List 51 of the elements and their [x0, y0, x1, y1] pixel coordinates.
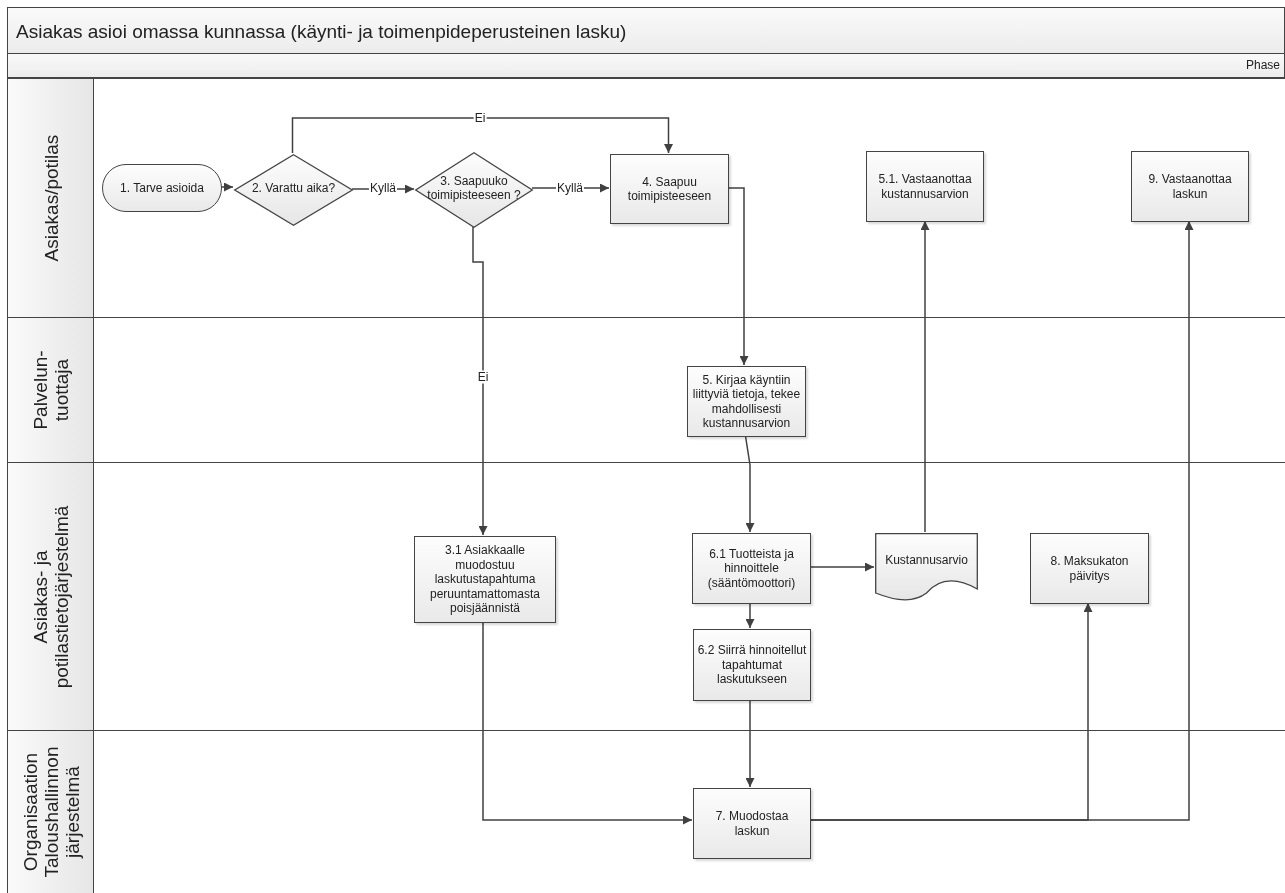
- step-text: 7. Muodostaa laskun: [714, 809, 790, 838]
- step-text: Kustannusarvio: [884, 552, 969, 568]
- edge-label: Ei: [476, 370, 490, 384]
- process-box: [1131, 151, 1249, 222]
- step-text: 5. Kirjaa käyntiin liittyviä tietoja, tekee mahdollisesti kustannusarvion: [691, 372, 802, 431]
- decision-diamond: [234, 154, 353, 226]
- arrow: [482, 621, 693, 825]
- process-box: [610, 154, 729, 224]
- step-text: 9. Vastaanottaa laskun: [1147, 172, 1233, 201]
- arrow: [809, 220, 1194, 821]
- decision-diamond: [415, 152, 533, 228]
- process-box: [693, 788, 811, 859]
- edge-label: Kyllä: [556, 181, 584, 195]
- process-box: [1030, 533, 1149, 604]
- swimlane: [7, 317, 1285, 462]
- arrow: [809, 562, 875, 572]
- arrow: [472, 226, 488, 536]
- step-text: 3.1 Asiakkaalle muodostuu laskutustapahtuma peruuntamattomasta poisjäännistä: [428, 543, 542, 616]
- arrow: [291, 117, 673, 154]
- lane-title: Asiakas- ja potilastietojärjestelmä: [29, 504, 72, 690]
- process-box: [687, 366, 806, 437]
- process-box: [693, 629, 811, 701]
- step-text: 8. Maksukaton päivitys: [1049, 554, 1130, 583]
- step-text: 1. Tarve asioida: [119, 180, 205, 196]
- swimlane: [7, 730, 1285, 893]
- process-box: [866, 151, 984, 222]
- document-shape: [875, 533, 978, 601]
- arrow: [744, 435, 755, 533]
- step-text: 4. Saapuu toimipisteeseen: [626, 174, 713, 204]
- process-box: [414, 536, 556, 623]
- process-box: [692, 533, 811, 604]
- edge-label: Ei: [473, 111, 487, 125]
- step-text: 3. Saapuuko toimipisteeseen ?: [426, 173, 522, 203]
- edge-label: Kyllä: [369, 181, 397, 195]
- step-text: 6.2 Siirrä hinnoitellut tapahtumat laskutukseen: [696, 643, 808, 687]
- arrow: [745, 699, 755, 788]
- step-text: 6.1 Tuotteista ja hinnoittele (sääntömoottori): [706, 546, 797, 591]
- arrow: [920, 220, 930, 533]
- step-text: 5.1. Vastaanottaa kustannusarvion: [877, 172, 973, 201]
- swimlane: [7, 78, 1285, 317]
- phase-label: Phase: [1245, 58, 1280, 72]
- arrow: [745, 602, 755, 629]
- lane-title: Organisaation Taloushallinnon järjestelmä: [19, 745, 82, 880]
- swimlane: [7, 462, 1285, 730]
- lane-title: Palvelun- tuottaja: [29, 349, 72, 432]
- arrow: [727, 187, 749, 366]
- step-text: 2. Varattu aika?: [250, 180, 337, 196]
- arrow: [220, 182, 234, 192]
- lane-title: Asiakas/potilas: [40, 133, 61, 264]
- start-terminator: [102, 164, 222, 212]
- diagram-title: Asiakas asioi omassa kunnassa (käynti- ja toimenpideperusteinen lasku): [16, 21, 627, 43]
